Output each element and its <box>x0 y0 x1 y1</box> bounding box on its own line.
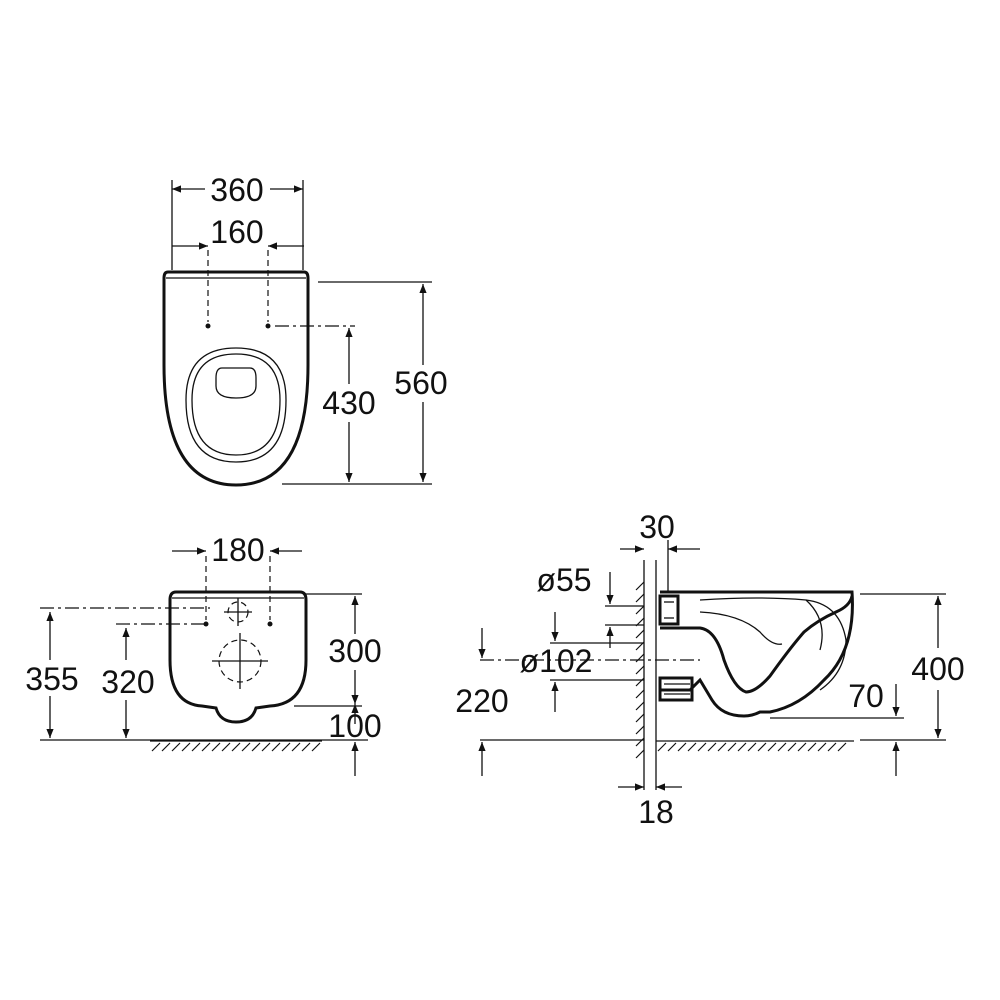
side-view-floor <box>480 739 946 752</box>
dim-top-fixing-depth: 430 <box>322 385 375 421</box>
front-view-floor <box>150 740 322 752</box>
dim-top-total-depth: 560 <box>394 365 447 401</box>
top-view-bowl-outline <box>162 270 310 487</box>
dim-side-wall-30: 30 <box>639 509 675 545</box>
dim-side-wall-18: 18 <box>638 794 674 830</box>
dim-side-dia-102: ø102 <box>520 643 593 679</box>
side-view-inlet-sleeve <box>658 594 680 626</box>
side-view-bowl-profile <box>660 590 854 718</box>
dim-front-fixing-spacing: 180 <box>211 532 264 568</box>
side-view-outlet-sleeve <box>658 676 694 702</box>
dim-top-fixing-width: 160 <box>210 214 263 250</box>
dim-side-height-400: 400 <box>911 651 964 687</box>
top-view: 360 160 430 560 <box>162 172 448 487</box>
side-view: 30 ø55 ø102 220 400 70 18 <box>455 509 964 830</box>
top-view-seat-opening <box>185 347 287 463</box>
dim-side-dim-70: 70 <box>848 678 884 714</box>
side-view-wall <box>635 560 657 790</box>
dim-front-height-320: 320 <box>101 664 154 700</box>
dim-front-height-355: 355 <box>25 661 78 697</box>
dim-side-height-220: 220 <box>455 683 508 719</box>
top-view-drain <box>215 367 257 399</box>
front-view: 180 355 320 300 100 <box>25 532 382 776</box>
side-view-trap <box>660 595 854 694</box>
dim-front-body-height: 300 <box>328 633 381 669</box>
dim-side-dia-55: ø55 <box>536 562 591 598</box>
dim-front-bottom-gap: 100 <box>328 708 381 744</box>
front-view-bowl-outline <box>168 590 308 724</box>
dim-top-width: 360 <box>210 172 263 208</box>
